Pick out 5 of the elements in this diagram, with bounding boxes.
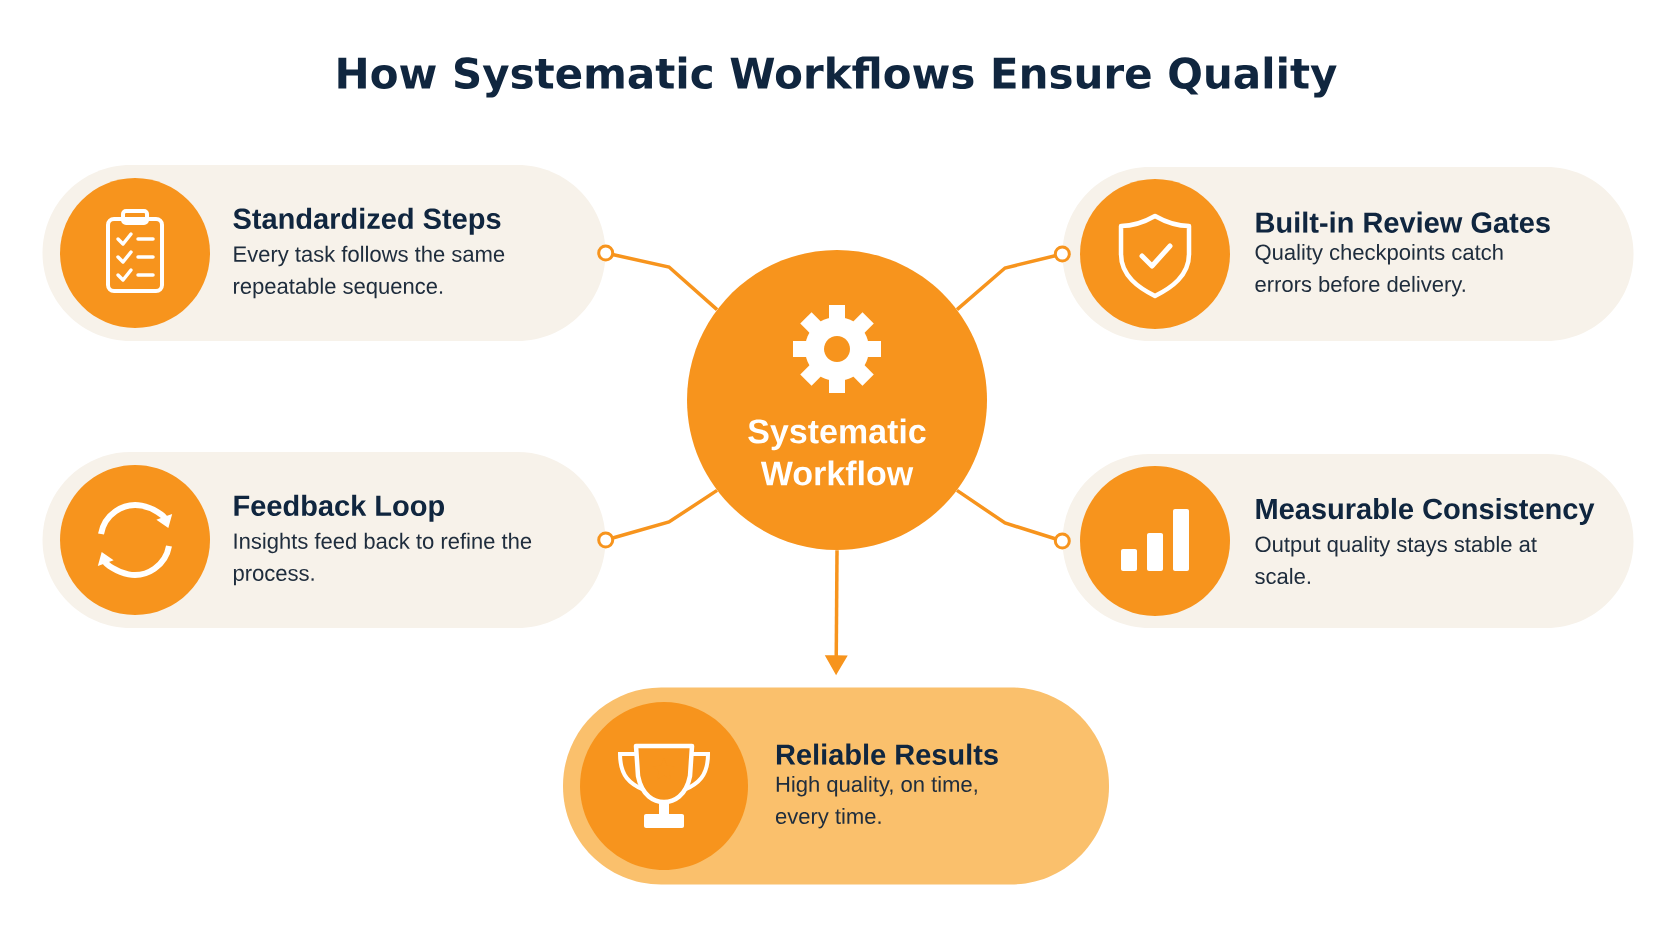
connector: [597, 244, 719, 311]
title: How Systematic Workflows Ensure Quality: [338, 56, 1337, 98]
connector: [956, 488, 1071, 550]
connector: [955, 245, 1071, 311]
connector: [597, 488, 718, 549]
